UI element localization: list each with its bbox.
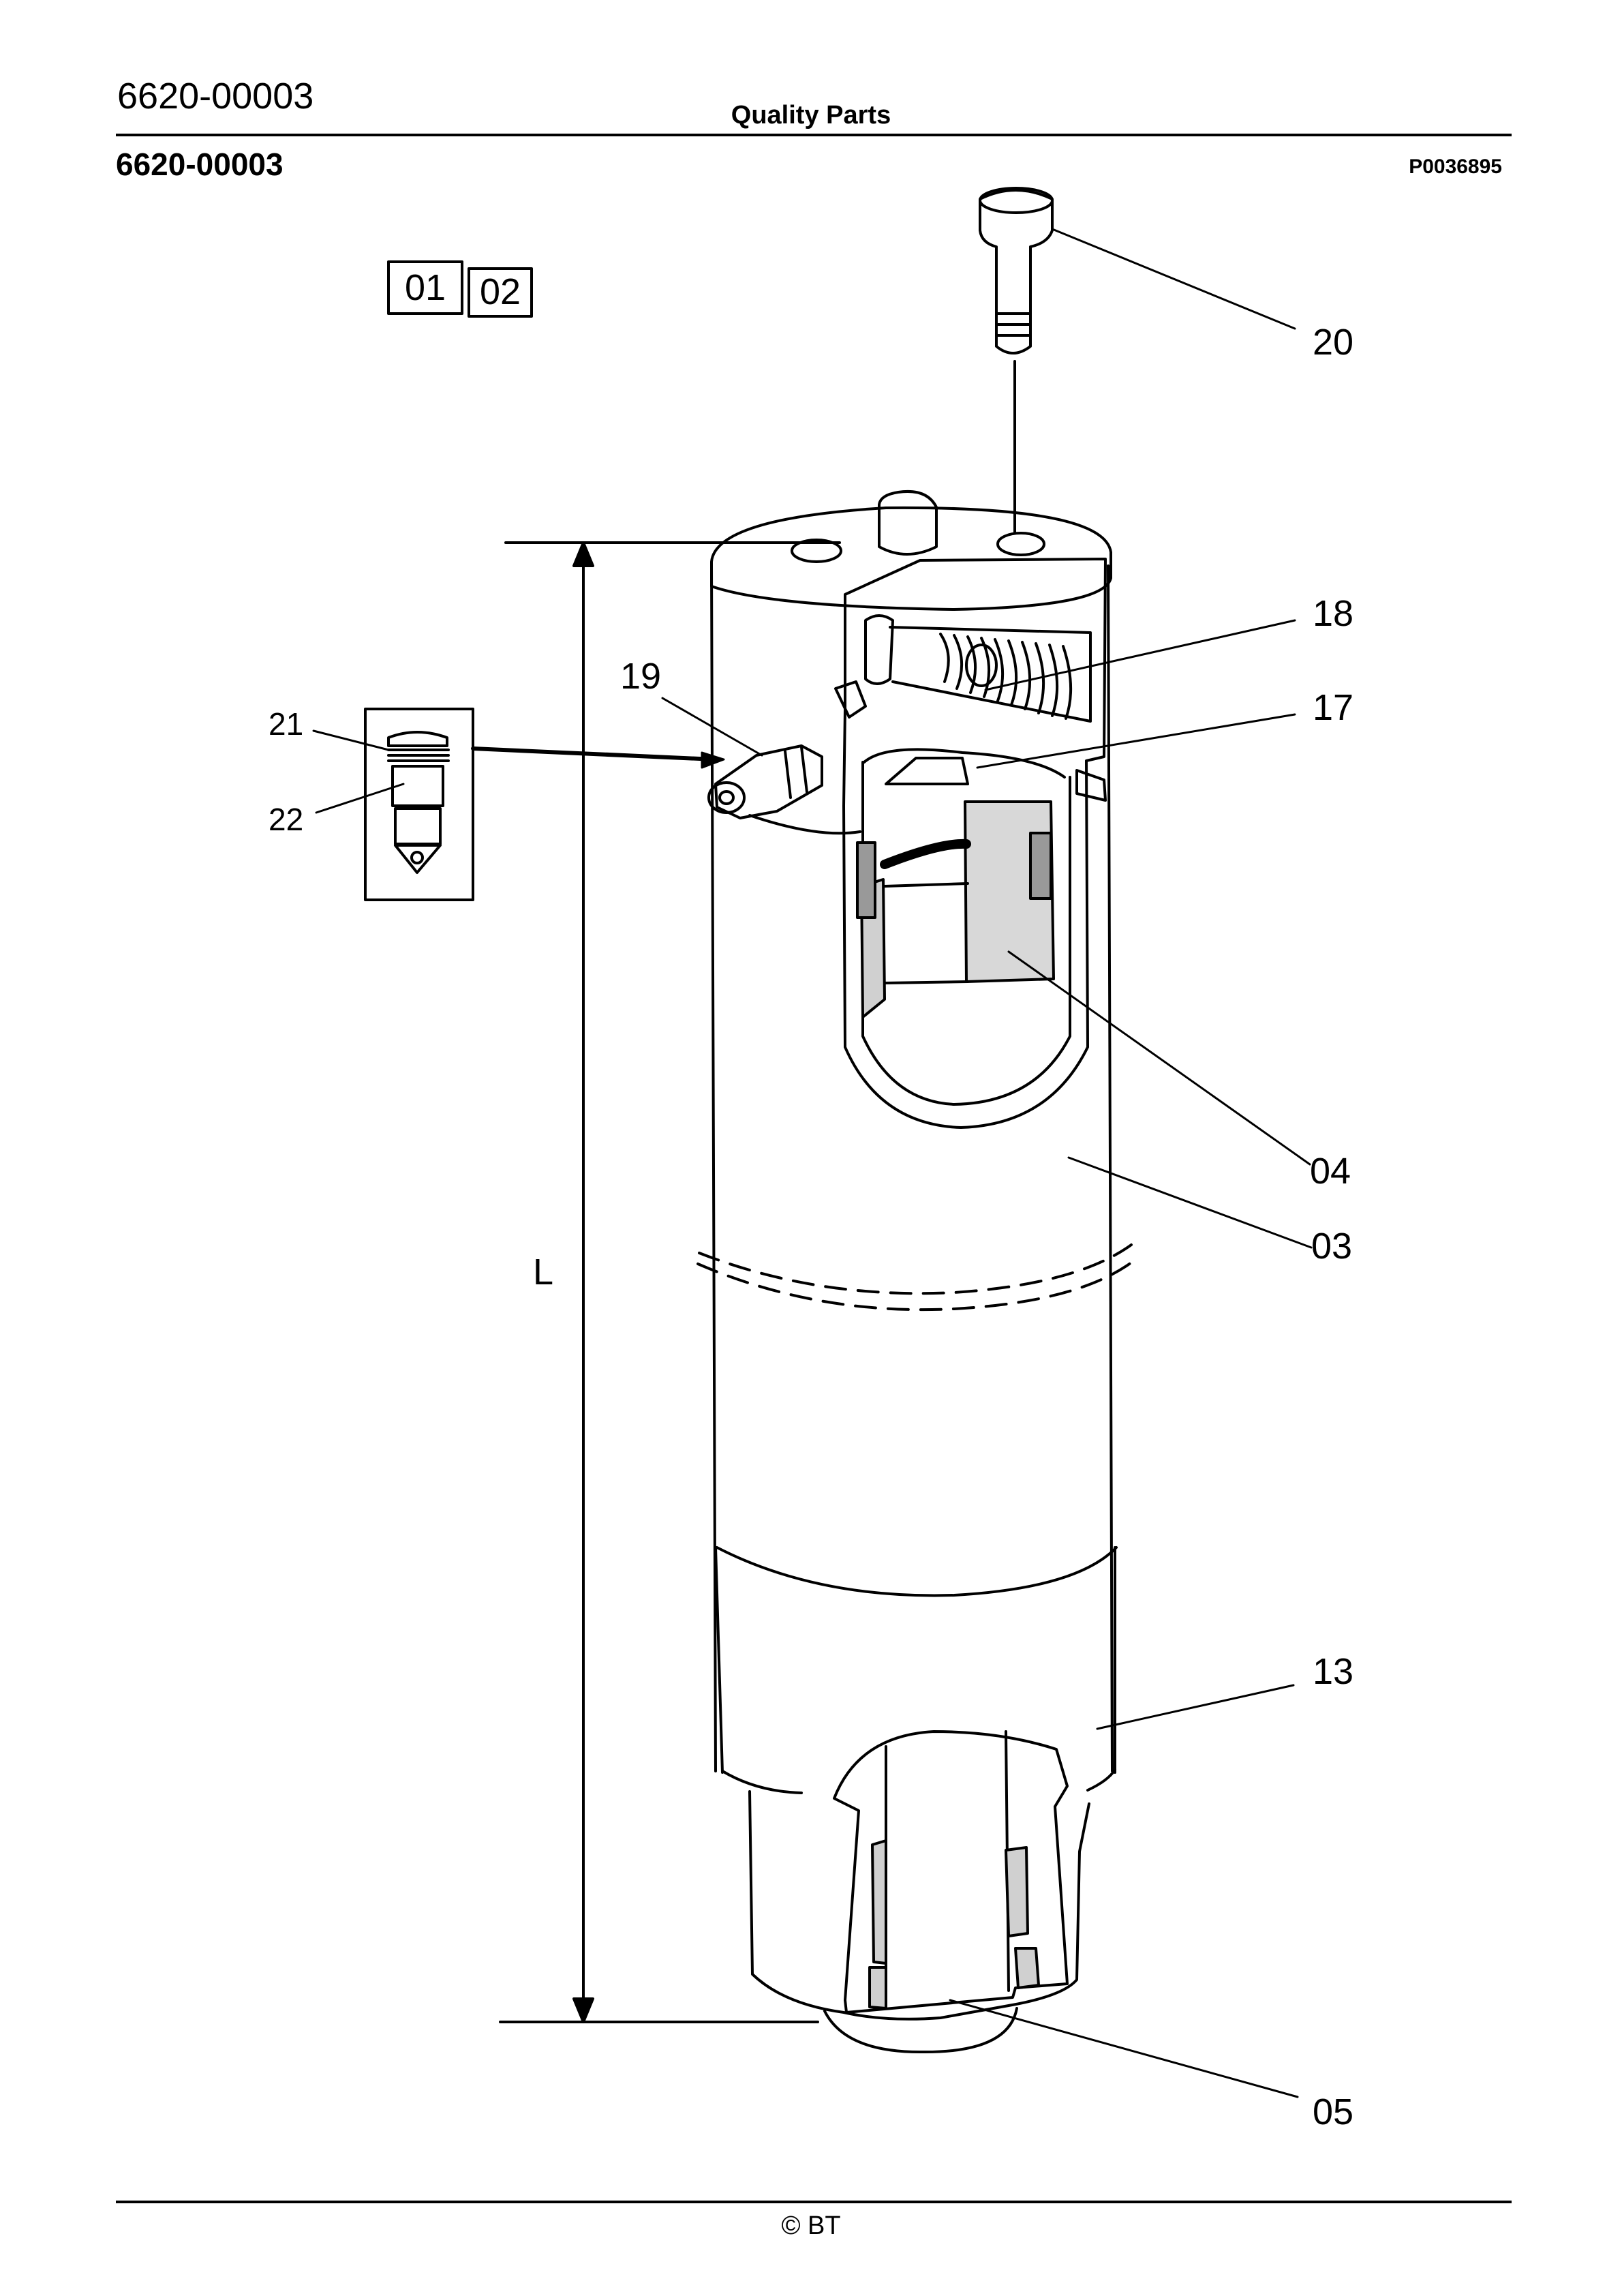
reference-box-01-label: 01 xyxy=(405,267,446,308)
callout-22: 22 xyxy=(269,802,303,837)
reference-box-01 xyxy=(387,260,463,315)
detail-inset xyxy=(364,708,474,901)
header-rule xyxy=(116,134,1512,136)
callout-19: 19 xyxy=(620,656,661,697)
header-title: Quality Parts xyxy=(731,101,891,130)
document-code: 6620-00003 xyxy=(117,76,314,117)
break-lines xyxy=(697,1243,1133,1312)
leader-lines xyxy=(312,228,1313,2098)
bottom-nut-05 xyxy=(748,1730,1090,2054)
callout-13: 13 xyxy=(1313,1651,1353,1692)
reference-box-02 xyxy=(468,267,533,318)
callout-20: 20 xyxy=(1313,322,1353,363)
drawing-reference: P0036895 xyxy=(1409,155,1502,178)
filter-housing xyxy=(710,490,1114,1772)
callout-04: 04 xyxy=(1310,1151,1351,1192)
callout-18: 18 xyxy=(1313,593,1353,634)
part-number: 6620-00003 xyxy=(116,147,284,182)
reference-box-02-label: 02 xyxy=(480,271,521,312)
callout-21: 21 xyxy=(269,706,303,742)
footer-copyright: © BT xyxy=(781,2211,841,2240)
adjusting-screw-18 xyxy=(864,614,1092,723)
cutaway-window xyxy=(842,558,1107,1129)
dimension-L xyxy=(499,541,841,2023)
callout-03: 03 xyxy=(1311,1226,1352,1267)
lower-tube-13 xyxy=(714,1546,1118,1794)
callout-17: 17 xyxy=(1313,687,1353,728)
grease-nipple-19 xyxy=(707,680,1107,835)
callout-05: 05 xyxy=(1313,2091,1353,2132)
dimension-label-L: L xyxy=(533,1252,553,1293)
screw-20 xyxy=(979,187,1054,533)
footer-rule xyxy=(116,2201,1512,2203)
